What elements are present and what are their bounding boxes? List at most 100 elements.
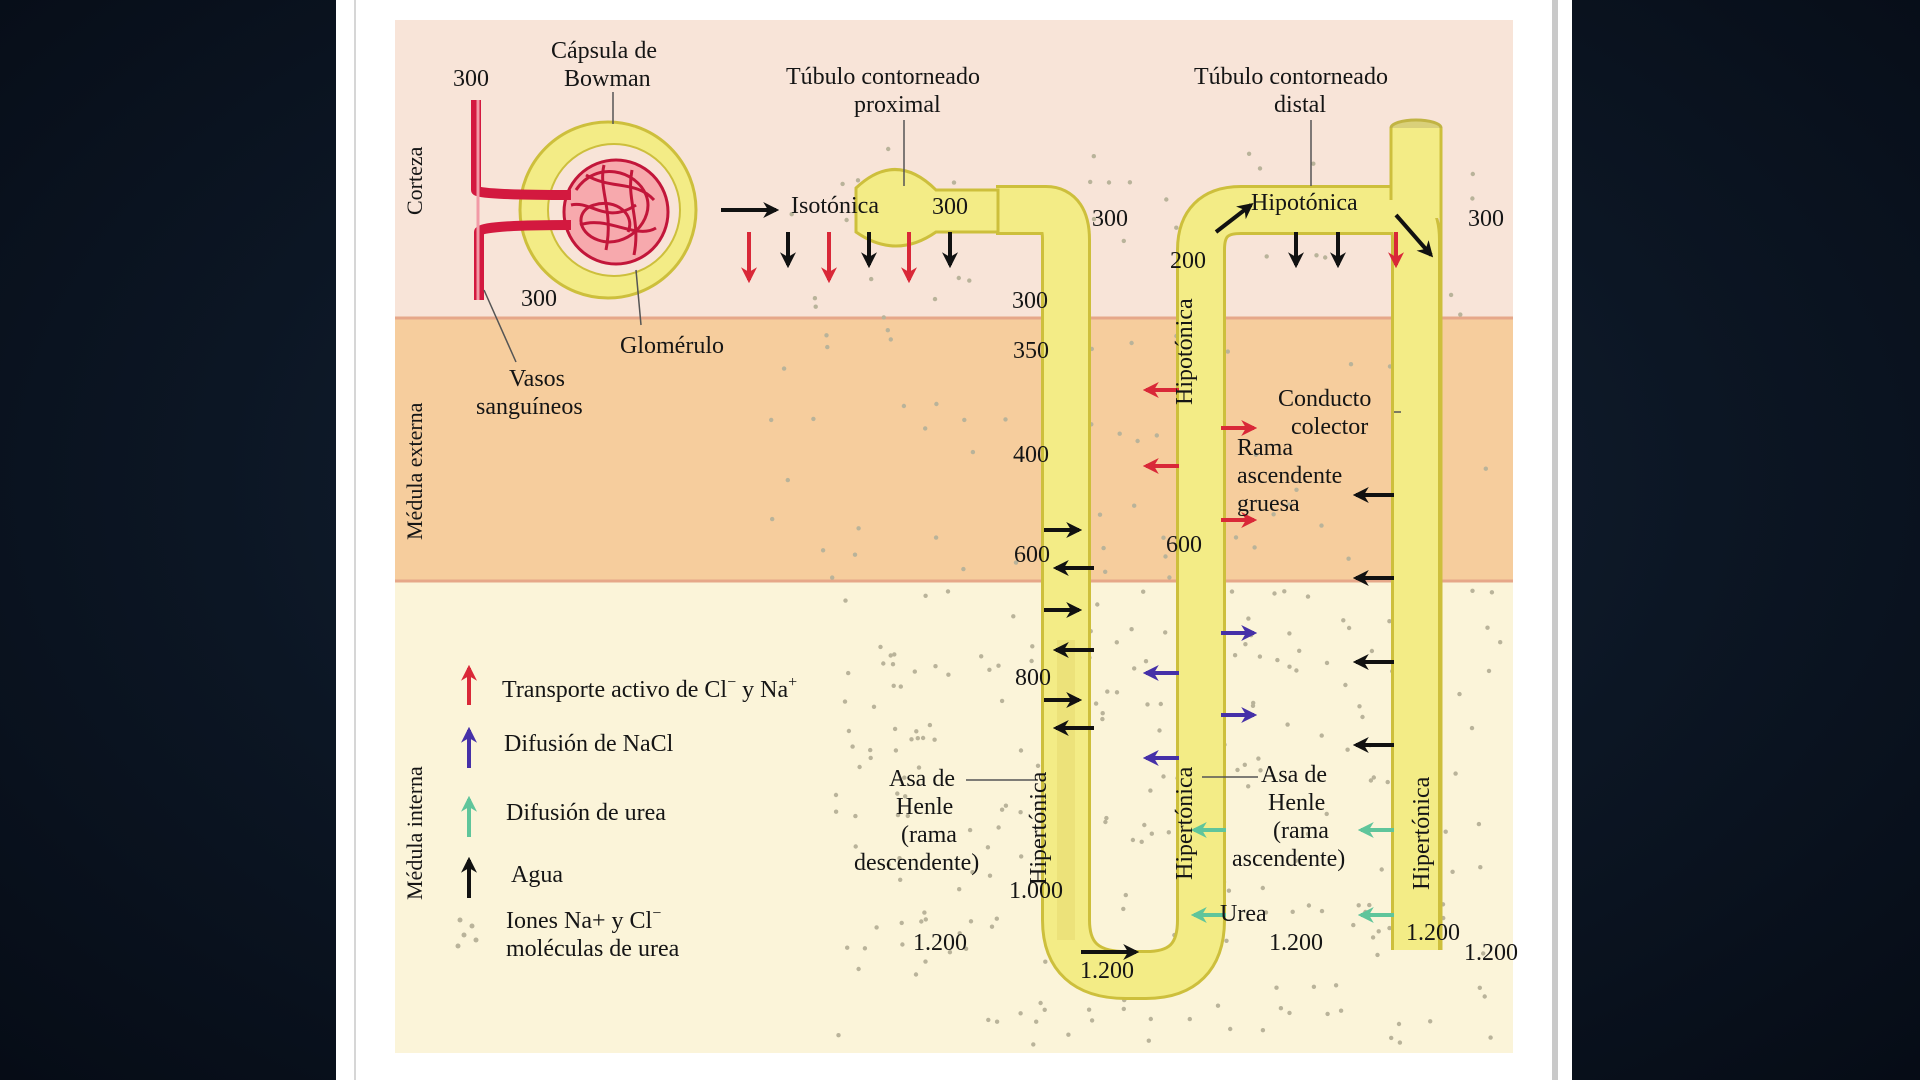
interstitial-dot <box>986 1017 991 1023</box>
interstitial-dot <box>985 845 991 850</box>
interstitial-dot <box>1104 815 1109 821</box>
interstitial-dot <box>1333 983 1339 988</box>
interstitial-dot <box>825 344 830 350</box>
interstitial-dot <box>1275 657 1280 663</box>
interstitial-dot <box>900 942 905 947</box>
interstitial-dot <box>1018 810 1023 815</box>
label-vasos-2: sanguíneos <box>476 394 583 420</box>
interstitial-dot <box>1287 502 1292 507</box>
interstitial-dot <box>1129 340 1134 346</box>
interstitial-dot <box>878 644 883 650</box>
interstitial-dot <box>871 704 877 709</box>
interstitial-dot <box>1225 349 1230 354</box>
interstitial-dot <box>1260 1028 1266 1033</box>
interstitial-dot <box>1348 362 1354 367</box>
interstitial-dot <box>1486 668 1492 674</box>
interstitial-dot <box>922 910 927 915</box>
interstitial-dot <box>1215 1003 1221 1008</box>
bowman-capsule <box>471 100 698 300</box>
interstitial-dot <box>956 275 961 281</box>
interstitial-dot <box>1482 994 1487 999</box>
interstitial-dot <box>923 426 928 431</box>
osmolarity-values: 300 300 300 300 300 300 200 350 400 600 … <box>453 66 1518 984</box>
interstitial-dot <box>1093 701 1099 706</box>
interstitial-dot <box>903 794 908 799</box>
label-hipertonica-col: Hipertónica <box>1409 776 1435 890</box>
interstitial-dot <box>902 775 907 780</box>
label-bowman-2: Bowman <box>564 66 651 92</box>
interstitial-dot <box>852 552 858 557</box>
interstitial-dot <box>1154 433 1159 438</box>
interstitial-dot <box>1088 179 1093 185</box>
label-urea: Urea <box>1220 901 1267 927</box>
interstitial-dot <box>1368 778 1374 783</box>
interstitial-dot <box>1100 716 1105 722</box>
interstitial-dot <box>1129 627 1134 632</box>
interstitial-dot <box>836 1033 841 1038</box>
interstitial-dot <box>833 809 839 814</box>
interstitial-dot <box>1091 154 1096 159</box>
interstitial-dot <box>946 672 951 677</box>
interstitial-dot <box>855 178 861 183</box>
interstitial-dot <box>1488 1035 1493 1040</box>
interstitial-dot <box>1387 925 1392 931</box>
arrow-water-dct-in <box>1214 203 1254 234</box>
value-300-cortex-mid: 300 <box>1092 206 1128 232</box>
interstitial-dot <box>833 792 839 798</box>
interstitial-dot <box>1114 640 1119 645</box>
interstitial-dot <box>1146 1038 1151 1043</box>
value-800: 800 <box>1015 665 1051 691</box>
interstitial-dot <box>1379 867 1384 872</box>
label-hipotonica: Hipotónica <box>1251 190 1358 216</box>
interstitial-dot <box>932 296 938 302</box>
label-vasos-1: Vasos <box>509 366 565 392</box>
interstitial-dot <box>1163 630 1168 635</box>
slide: Corteza Médula externa Médula interna Cá… <box>336 0 1572 1080</box>
interstitial-dot <box>1282 589 1287 594</box>
interstitial-dot <box>1100 711 1105 716</box>
interstitial-dot <box>888 337 893 342</box>
interstitial-dot <box>1257 166 1263 171</box>
interstitial-dot <box>842 699 848 704</box>
interstitial-dot <box>1297 648 1302 653</box>
interstitial-dot <box>1246 151 1252 156</box>
interstitial-dot <box>1226 888 1232 893</box>
interstitial-dot <box>996 825 1001 830</box>
interstitial-dot <box>1470 171 1476 177</box>
legend-red-label: Transporte activo de Cl− y Na+ <box>502 674 797 703</box>
zone-inner-medulla <box>395 581 1513 1053</box>
interstitial-dot <box>1038 1000 1043 1006</box>
legend-dots-symbol <box>455 917 479 949</box>
value-400: 400 <box>1013 442 1049 468</box>
interstitial-dot <box>811 416 816 422</box>
value-300-proximal: 300 <box>932 194 968 220</box>
interstitial-dot <box>1351 922 1356 928</box>
interstitial-dot <box>1285 722 1290 727</box>
interstitial-dot <box>987 873 993 878</box>
interstitial-dot <box>856 526 861 531</box>
interstitial-dot <box>1260 885 1265 891</box>
interstitial-dot <box>1256 756 1261 761</box>
interstitial-dot <box>789 212 794 217</box>
interstitial-dot <box>1123 892 1128 898</box>
interstitial-dot <box>1345 747 1350 752</box>
interstitial-dot <box>1274 985 1279 990</box>
legend-dots-label-2: moléculas de urea <box>506 936 680 962</box>
interstitial-dot <box>1132 503 1137 508</box>
interstitial-dot <box>1356 903 1361 908</box>
label-rama-1: Rama <box>1237 435 1293 461</box>
interstitial-dot <box>1066 1032 1071 1037</box>
interstitial-dot <box>999 698 1005 704</box>
interstitial-dot <box>1228 1026 1233 1032</box>
interstitial-dot <box>1319 523 1324 528</box>
label-pct-2: proximal <box>854 92 941 118</box>
interstitial-dot <box>1376 929 1381 934</box>
interstitial-dot <box>1243 642 1248 647</box>
blood-vessel-afferent <box>471 100 572 200</box>
interstitial-dot <box>895 812 901 818</box>
interstitial-dot <box>1385 779 1390 785</box>
interstitial-dot <box>945 589 951 594</box>
interstitial-dot <box>1498 640 1503 645</box>
interstitial-dot <box>1003 417 1008 422</box>
interstitial-dot <box>1477 985 1483 990</box>
